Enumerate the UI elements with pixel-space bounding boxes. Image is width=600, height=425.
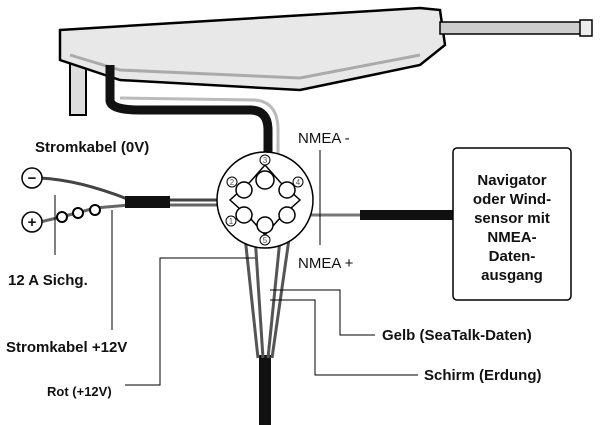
pin-1-label: 1	[229, 217, 234, 226]
navigator-line-3: sensor mit	[474, 210, 550, 227]
label-stromkabel-12v: Stromkabel +12V	[6, 339, 127, 356]
minus-symbol: −	[28, 170, 37, 187]
navigator-line-4: NMEA-	[487, 229, 536, 246]
label-nmea-plus: NMEA +	[298, 255, 354, 272]
navigator-line-2: oder Wind-	[473, 191, 551, 208]
autopilot-drive-unit	[58, 6, 593, 116]
label-fuse: 12 A Sichg.	[8, 272, 88, 289]
negative-terminal-icon	[21, 167, 43, 189]
pin-4-label: 4	[296, 178, 301, 187]
navigator-box	[452, 147, 572, 301]
pin-3-label: 3	[263, 156, 268, 165]
power-cables	[39, 176, 230, 224]
navigator-line-5: Daten-	[489, 248, 536, 265]
connector-block: 1 2 3 4 5	[216, 151, 314, 249]
label-rot: Rot (+12V)	[47, 384, 112, 399]
pin-2-label: 2	[230, 178, 235, 187]
navigator-line-6: ausgang	[481, 267, 543, 284]
label-stromkabel-0v: Stromkabel (0V)	[35, 139, 149, 156]
pin-5-label: 5	[263, 236, 268, 245]
navigator-line-1: Navigator	[477, 172, 546, 189]
seatalk-cable	[259, 355, 271, 425]
positive-terminal-icon	[21, 211, 43, 233]
plus-symbol: +	[28, 214, 37, 231]
label-nmea-minus: NMEA -	[298, 130, 350, 147]
label-gelb: Gelb (SeaTalk-Daten)	[382, 327, 532, 344]
label-schirm: Schirm (Erdung)	[424, 367, 542, 384]
drive-cable	[105, 65, 273, 175]
